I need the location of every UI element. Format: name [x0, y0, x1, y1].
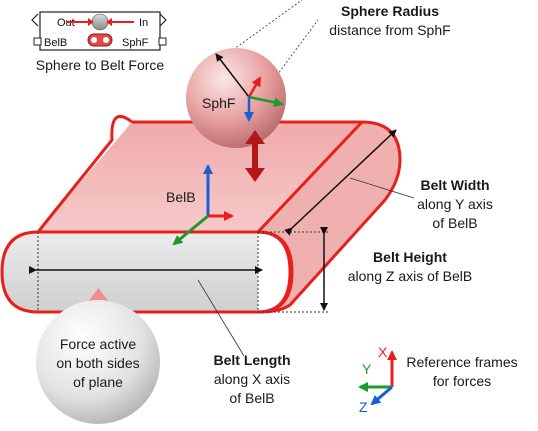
belt-width-title: Belt Width: [420, 177, 489, 193]
sphf-frame-label: SphF: [202, 95, 235, 111]
sphere: [186, 48, 286, 148]
belt-width-leader: [349, 177, 415, 199]
belt-body: [0, 115, 402, 314]
sphere-radius-desc: distance from SphF: [329, 22, 450, 38]
force-note-line-1: Force active: [60, 336, 136, 352]
sphere-radius-leader-1: [229, 0, 303, 53]
belt-height-title: Belt Height: [373, 249, 447, 265]
belt-width-line-1: along Y axis: [417, 196, 493, 212]
block-port-out: Out: [57, 17, 75, 29]
belt-length-line-1: along X axis: [214, 371, 290, 387]
legend-y-label: Y: [362, 361, 372, 377]
legend-z-axis: [370, 385, 393, 406]
sphere-to-belt-force-block[interactable]: Out In BelB SphF Sphere to Belt Force: [31, 11, 167, 73]
block-out-port-icon: [31, 13, 39, 27]
belt-front-left-cap: [0, 230, 258, 314]
block-in-port-icon: [159, 13, 167, 27]
belt-front-right-cap: [257, 230, 294, 314]
belt-height-line-1: along Z axis of BelB: [348, 268, 473, 284]
reference-frame-legend: X Y Z Reference frames for forces: [358, 344, 518, 415]
belt-front-face: [2, 232, 258, 312]
sphf-frame-axes: [244, 76, 284, 122]
belb-frame-axes: [172, 164, 234, 246]
legend-line-1: Reference frames: [406, 354, 517, 370]
block-sphf-port-icon: [158, 37, 167, 46]
belt-width-arrow: [284, 129, 397, 236]
belt-top-face: [38, 122, 362, 232]
force-note-sphere: [36, 300, 160, 424]
block-port-in: In: [139, 17, 148, 29]
force-note-line-3: of plane: [73, 374, 123, 390]
belt-length-line-2: of BelB: [229, 390, 274, 406]
sphf-y-axis: [248, 95, 284, 108]
legend-x-label: X: [378, 344, 388, 360]
block-belb-port-icon: [33, 37, 42, 46]
block-port-sphf: SphF: [122, 37, 149, 49]
sphere-radius-title: Sphere Radius: [341, 3, 439, 19]
belb-y-axis: [172, 214, 209, 246]
belt-length-title: Belt Length: [214, 352, 291, 368]
block-caption: Sphere to Belt Force: [36, 57, 165, 73]
block-port-belb: BelB: [44, 37, 67, 49]
belt-back-edge: [36, 115, 133, 233]
block-icon: [66, 13, 134, 47]
belb-frame-label: BelB: [166, 189, 196, 205]
contact-force-arrow: [245, 130, 265, 182]
belt-length-leader: [197, 279, 245, 357]
belt-width-line-2: of BelB: [432, 215, 477, 231]
sphere-radius-arrow: [215, 53, 250, 98]
force-note-line-2: on both sides: [56, 355, 139, 371]
legend-z-label: Z: [359, 399, 368, 415]
sphf-x-axis: [247, 76, 262, 98]
legend-line-2: for forces: [433, 373, 491, 389]
